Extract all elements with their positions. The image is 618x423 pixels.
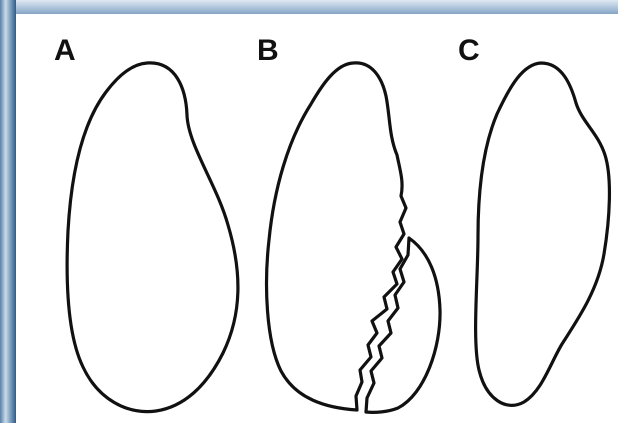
outline-c	[476, 63, 610, 405]
outline-b-fragment	[366, 238, 440, 412]
diagram-svg	[16, 14, 618, 423]
window-left-border	[0, 0, 16, 423]
diagram-panel: A B C	[16, 14, 618, 423]
outline-a	[67, 63, 238, 412]
outline-b-main	[267, 63, 406, 410]
